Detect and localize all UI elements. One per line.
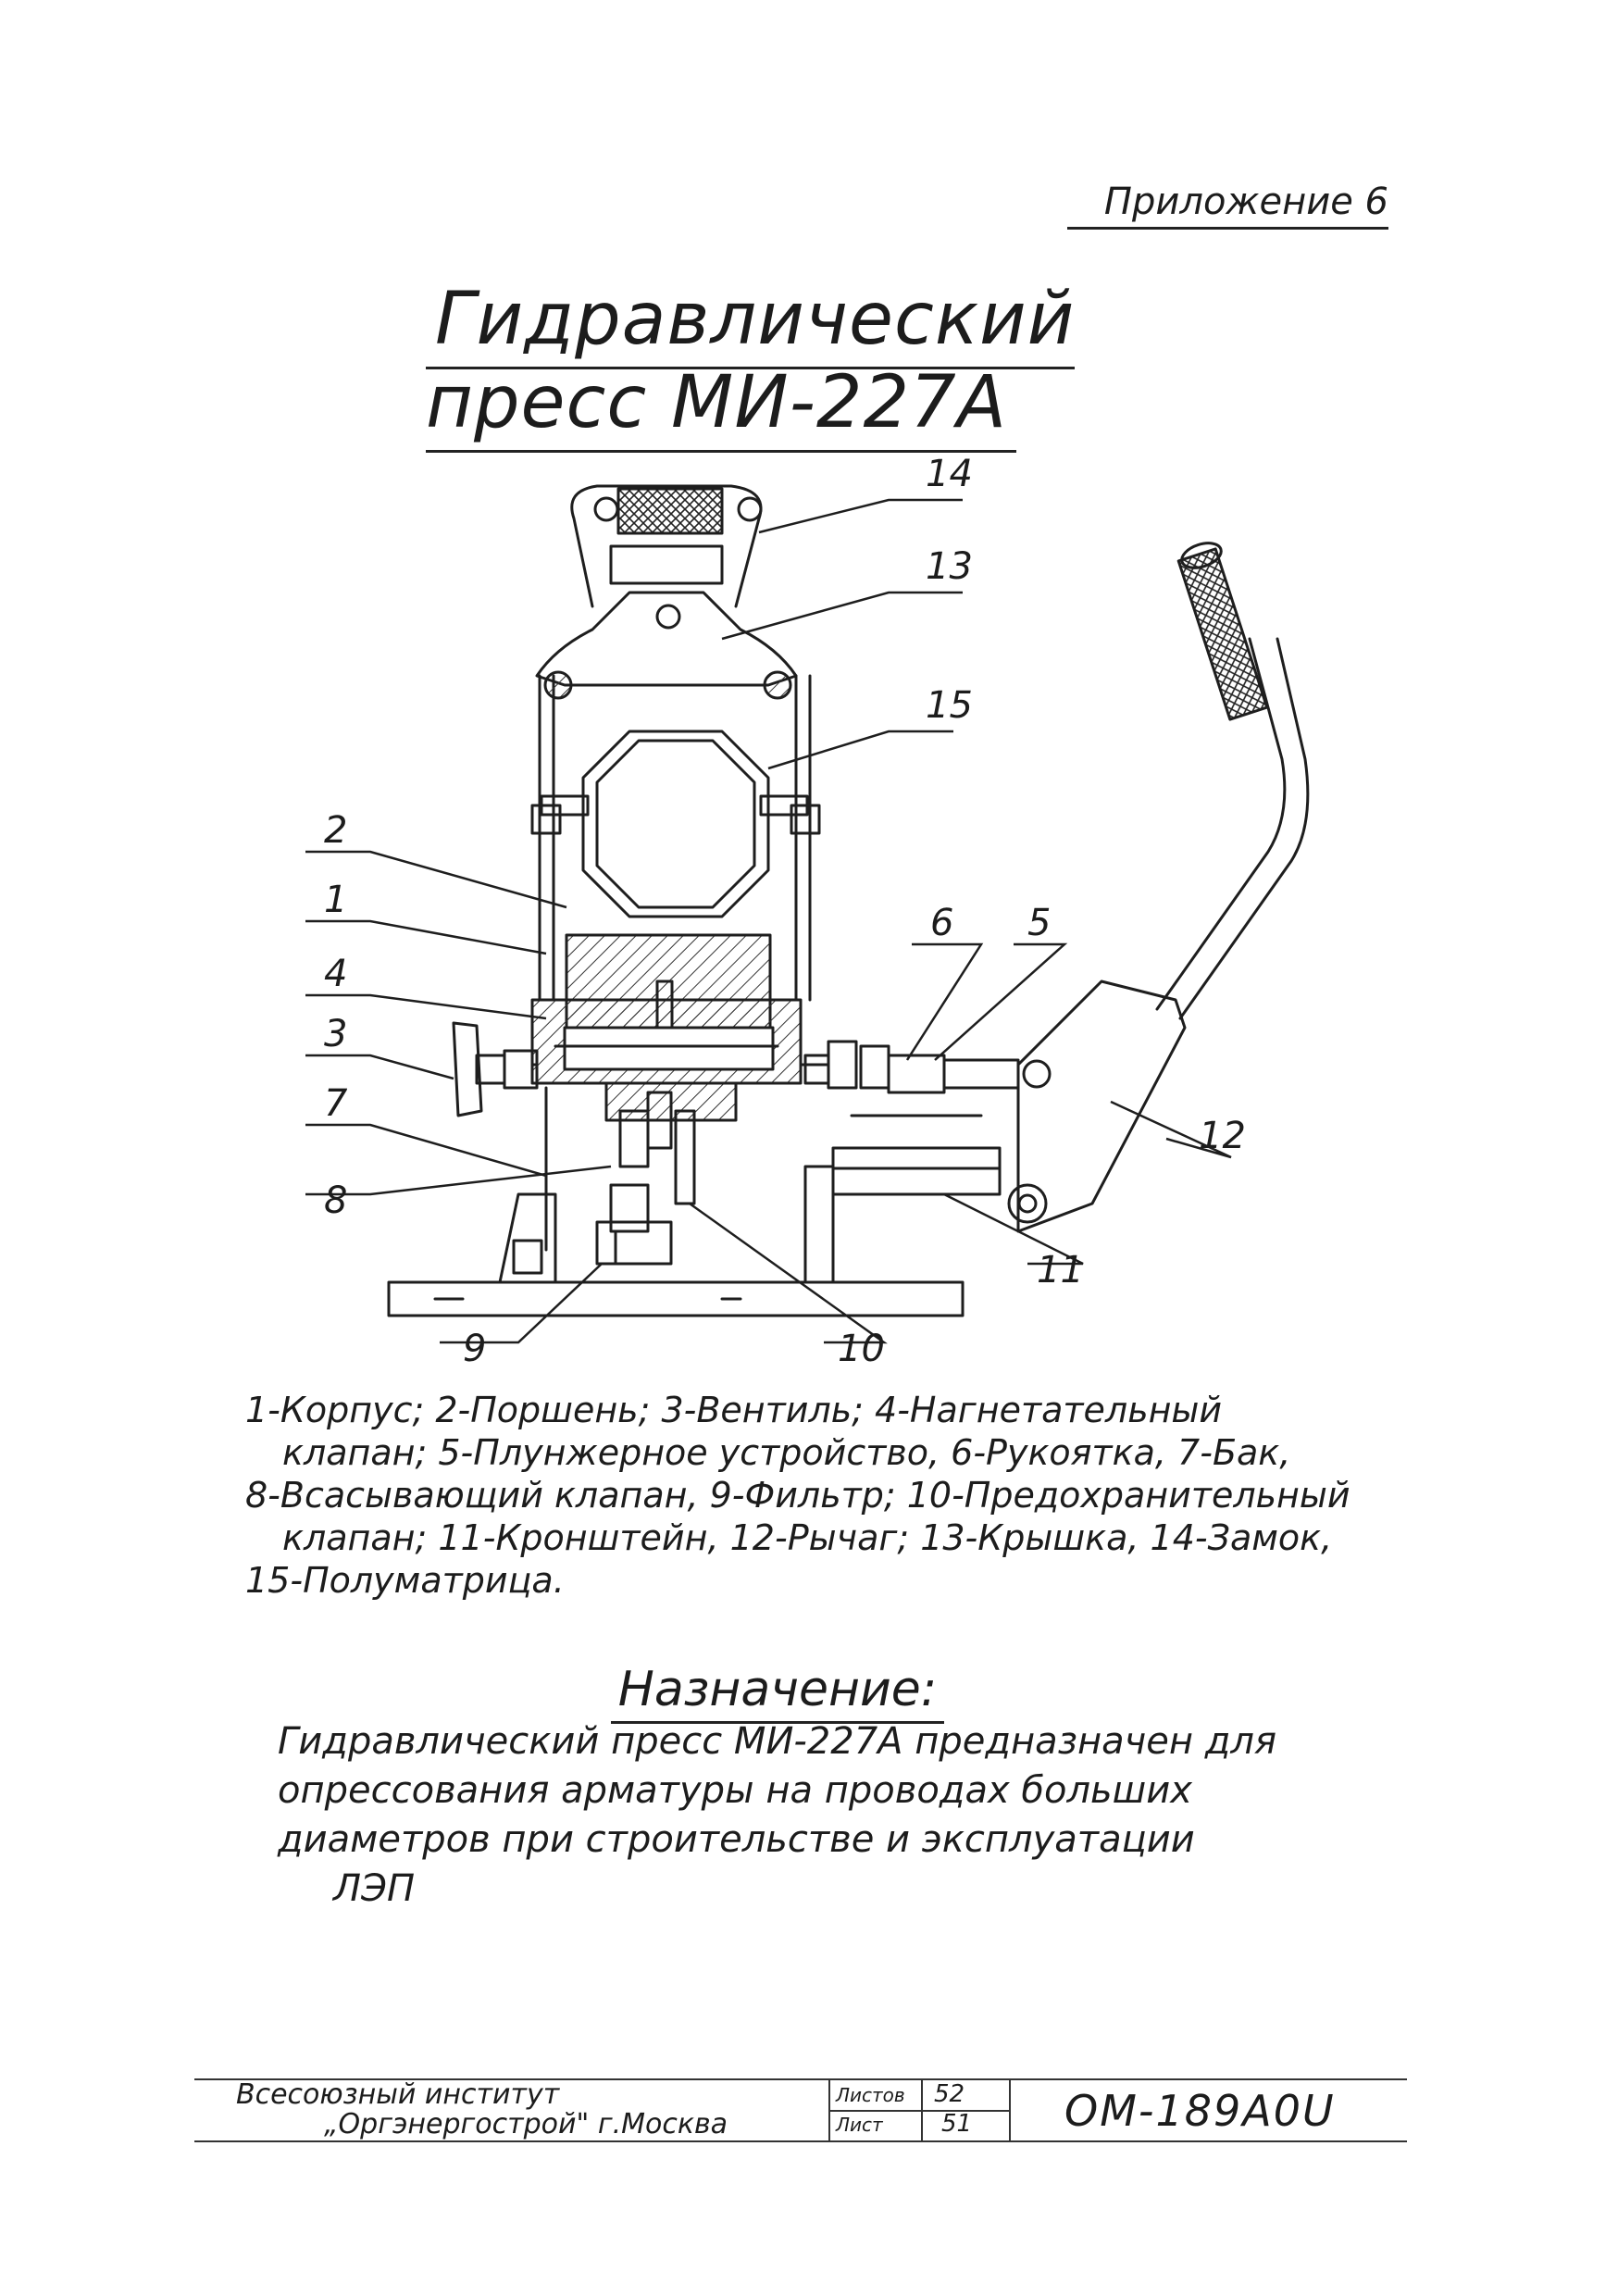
institute-line-2: „Оргэнергострой" г.Москва xyxy=(324,2108,728,2140)
callout-5: 5 xyxy=(1027,902,1051,944)
doc-code: ОМ-189А0U xyxy=(1064,2086,1336,2136)
appendix-text: Приложение 6 xyxy=(1066,181,1388,230)
callout-11: 11 xyxy=(1037,1249,1084,1292)
purpose-text: Гидравлический пресс МИ-227А предназначе… xyxy=(278,1717,1296,1930)
callout-10: 10 xyxy=(838,1328,885,1370)
half-die xyxy=(581,730,770,918)
lock-knurl xyxy=(616,487,724,535)
base-stand xyxy=(498,1165,835,1284)
cover xyxy=(535,591,798,687)
callout-2: 2 xyxy=(324,809,347,852)
purpose-line: диаметров при строительстве и эксплуатац… xyxy=(278,1818,1195,1861)
callout-14: 14 xyxy=(926,453,973,495)
callout-15: 15 xyxy=(926,684,973,727)
institute-cell: Всесоюзный институт „Оргэнергострой" г.М… xyxy=(194,2078,830,2140)
callout-13: 13 xyxy=(926,545,973,588)
callout-9: 9 xyxy=(463,1328,486,1370)
appendix-label: Приложение 6 xyxy=(1037,181,1388,236)
base-plate xyxy=(387,1280,965,1317)
sheets-value: 52 xyxy=(934,2080,965,2108)
purpose-heading-text: Назначение: xyxy=(610,1662,945,1724)
title-block: Всесоюзный институт „Оргэнергострой" г.М… xyxy=(194,2078,1407,2142)
title-text: Гидравлический пресс МИ-227А xyxy=(426,278,1076,453)
valve-handwheel xyxy=(452,1021,483,1117)
bracket xyxy=(831,1146,1002,1196)
callout-3: 3 xyxy=(324,1013,347,1055)
callout-12: 12 xyxy=(1199,1115,1246,1157)
sheet-value: 51 xyxy=(941,2110,973,2138)
press-drawing: 14 13 15 2 1 4 3 7 8 9 10 6 5 12 11 xyxy=(305,453,1310,1370)
legend-line: 1-Корпус; 2-Поршень; 3-Вентиль; 4-Нагнет… xyxy=(245,1390,1223,1430)
purpose-heading: Назначение: xyxy=(583,1662,972,1727)
handle-grip xyxy=(1176,547,1269,721)
purpose-line: опрессования арматуры на проводах больши… xyxy=(278,1769,1192,1812)
purpose-line: ЛЭП xyxy=(333,1867,416,1910)
legend-line: 8-Всасывающий клапан, 9-Фильтр; 10-Предо… xyxy=(245,1475,1350,1516)
callout-1: 1 xyxy=(324,879,347,921)
callout-8: 8 xyxy=(324,1179,347,1222)
doc-code-cell: ОМ-189А0U xyxy=(1009,2080,1407,2140)
sheet-values-cell: 52 51 xyxy=(921,2080,1011,2140)
handle xyxy=(1155,637,1310,1020)
label-sheets: Листов xyxy=(836,2084,905,2106)
callout-6: 6 xyxy=(930,902,953,944)
institute-line-1: Всесоюзный институт xyxy=(236,2078,560,2111)
legend-line: клапан; 5-Плунжерное устройство, 6-Рукоя… xyxy=(282,1432,1291,1473)
legend-line: 15-Полуматрица. xyxy=(245,1560,565,1601)
page-title: Гидравлический пресс МИ-227А xyxy=(426,278,1296,453)
label-sheet: Лист xyxy=(836,2114,883,2136)
plunger xyxy=(887,1054,946,1094)
parts-legend: 1-Корпус; 2-Поршень; 3-Вентиль; 4-Нагнет… xyxy=(245,1389,1393,1602)
callout-4: 4 xyxy=(324,953,347,995)
purpose-line: Гидравлический пресс МИ-227А предназначе… xyxy=(278,1720,1277,1763)
legend-line: клапан; 11-Кронштейн, 12-Рычаг; 13-Крышк… xyxy=(282,1517,1333,1558)
sheet-labels-cell: Листов Лист xyxy=(828,2080,923,2140)
callout-7: 7 xyxy=(324,1082,348,1125)
